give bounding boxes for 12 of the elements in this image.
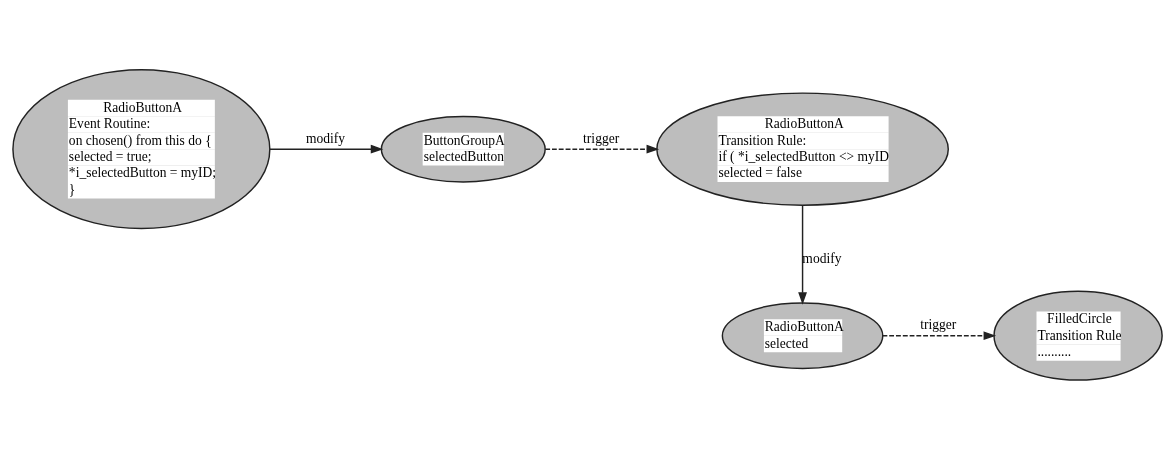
arrow bbox=[269, 144, 384, 154]
node-ellipse: ButtonGroupA selectedButton bbox=[380, 115, 546, 183]
edge-label: trigger bbox=[920, 316, 957, 332]
node-ellipse: RadioButtonA selected bbox=[721, 301, 884, 369]
edge-label: modify bbox=[306, 130, 346, 146]
node-ellipse: RadioButtonA Event Routine: on chosen() from this do { selected = true; *i_selectedButton = myID; } bbox=[12, 68, 271, 229]
arrow bbox=[798, 204, 807, 305]
node-ellipse: RadioButtonA Transition Rule: if ( *i_selectedButton <> myID selected = false bbox=[656, 91, 949, 206]
edge-label: trigger bbox=[583, 130, 620, 146]
arrow bbox=[881, 330, 997, 340]
node-ellipse: FilledCircle Transition Rule .......... bbox=[993, 290, 1163, 381]
arrow bbox=[544, 144, 660, 154]
